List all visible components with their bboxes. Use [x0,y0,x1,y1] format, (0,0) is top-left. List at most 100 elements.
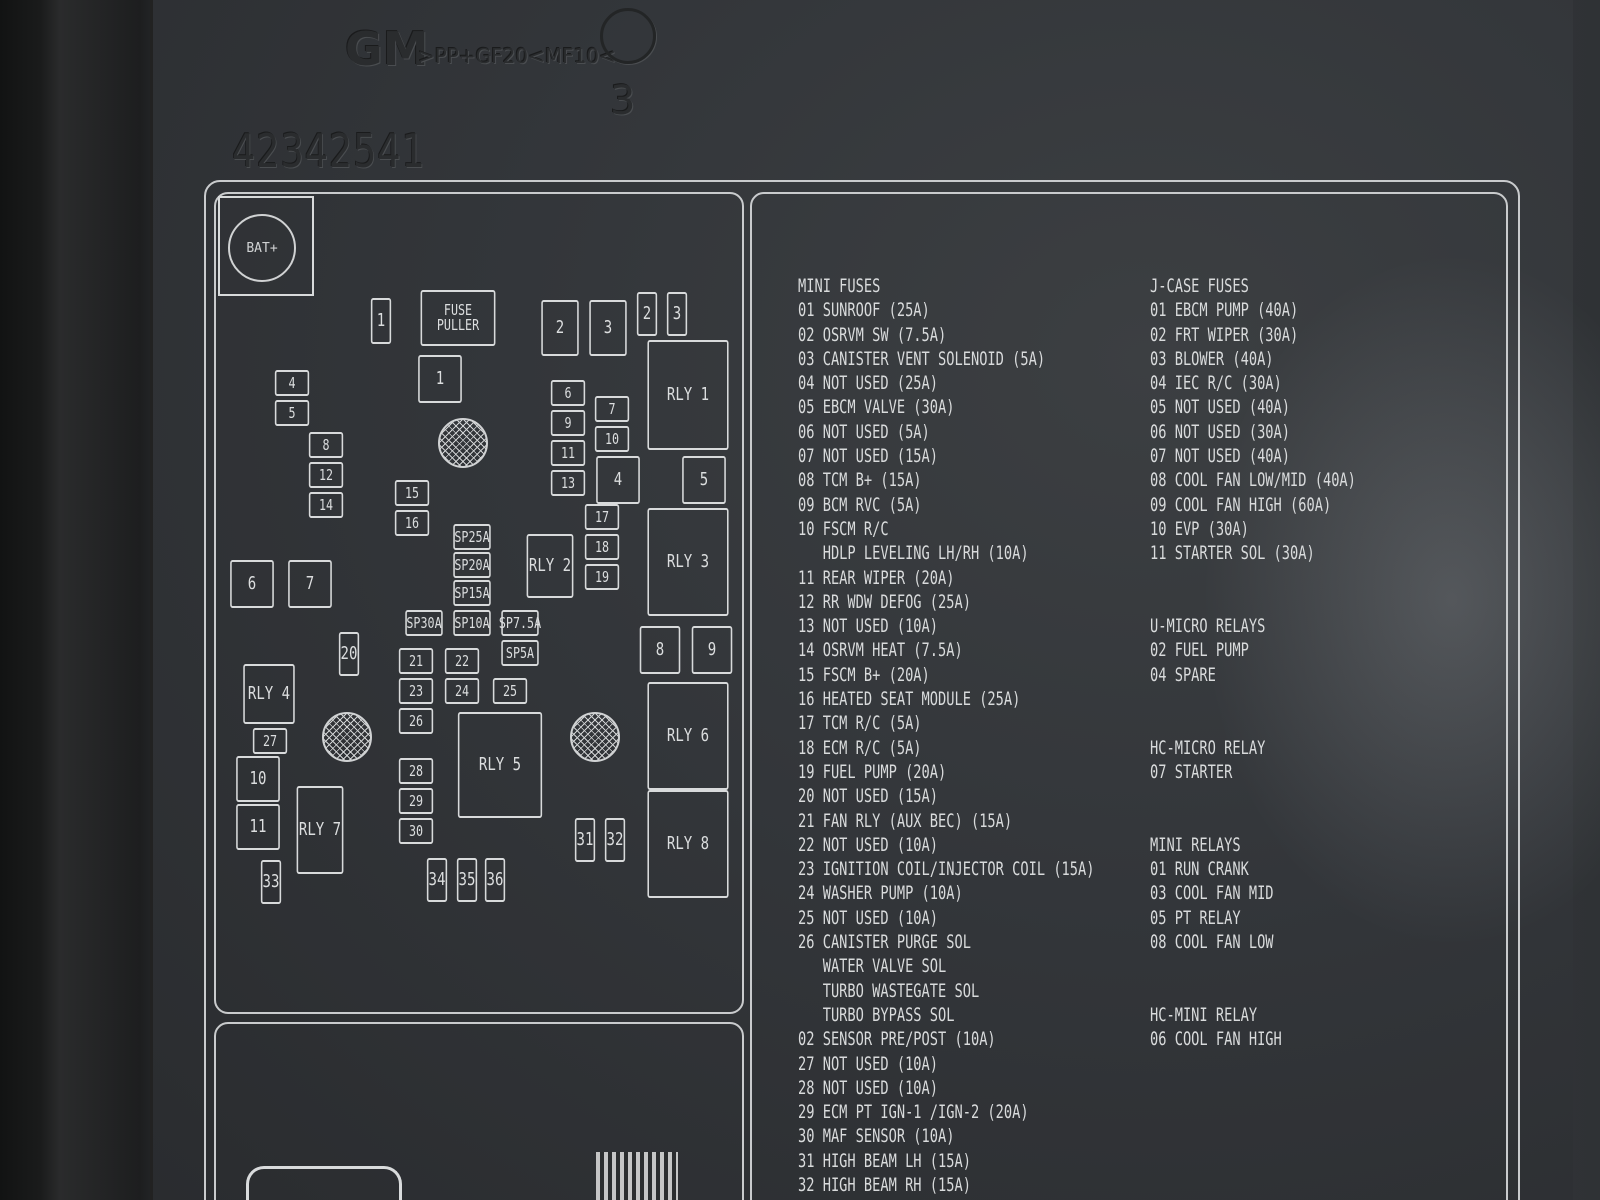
legend-spacer [1150,590,1356,614]
relay-slot: RLY 6 [647,682,729,790]
fuse-slot: 20 [338,632,360,676]
fuse-slot: 25 [492,678,528,704]
legend-entry: 25 NOT USED (10A) [798,906,939,929]
legend-entry: 03 BLOWER (40A) [1150,347,1274,370]
mounting-hole-crosshatch [322,712,372,762]
legend-entry: 14 OSRVM HEAT (7.5A) [798,639,963,662]
legend-entry: 02 FUEL PUMP [1150,639,1249,662]
fuse-slot: 15 [394,480,430,506]
legend-entry: 06 COOL FAN HIGH [1150,1028,1282,1051]
fuse-slot: 33 [260,860,282,904]
fuse-slot: 19 [584,564,620,590]
legend-entry: 03 COOL FAN MID [1150,882,1274,905]
fuse-slot: 36 [484,858,506,902]
fuse-slot: 1 [418,355,462,403]
legend-entry: 20 NOT USED (15A) [798,785,939,808]
fuse-slot: 29 [398,788,434,814]
fuse-slot: 11 [550,440,586,466]
datamatrix-code [596,1152,678,1200]
legend-entry: 17 TCM R/C (5A) [798,712,922,735]
battery-terminal-icon: BAT+ [228,214,296,282]
manual-book-icon [246,1166,402,1200]
gm-logo: GM [345,22,429,76]
spare-fuse-slot: SP30A [405,610,443,636]
lid-surface [150,0,1573,1200]
legend-entry: 15 FSCM B+ (20A) [798,663,930,686]
legend-entry: 23 IGNITION COIL/INJECTOR COIL (15A) [798,858,1095,881]
recycle-icon [600,8,656,64]
legend-entry: 28 NOT USED (10A) [798,1076,939,1099]
legend-entry: 08 TCM B+ (15A) [798,469,922,492]
legend-entry: 10 EVP (30A) [1150,517,1249,540]
fuse-puller: FUSE PULLER [420,290,496,346]
legend-entry: 09 COOL FAN HIGH (60A) [1150,493,1332,516]
legend-entry: 12 RR WDW DEFOG (25A) [798,590,971,613]
fuse-slot: 32 [604,818,626,862]
legend-entry: 06 NOT USED (30A) [1150,420,1291,443]
legend-entry: 30 MAF SENSOR (10A) [798,1125,955,1148]
fuse-slot: 8 [308,432,344,458]
spare-fuse-slot: SP20A [453,552,491,578]
legend-entry: 07 NOT USED (40A) [1150,445,1291,468]
relay-slot: RLY 2 [526,534,574,598]
relay-slot: RLY 8 [647,790,729,898]
legend-entry: 10 FSCM R/C [798,517,889,540]
fuse-slot: 27 [252,728,288,754]
fuse-slot: 3 [589,300,627,356]
legend-entry: 02 SENSOR PRE/POST (10A) [798,1028,996,1051]
fuse-slot: 17 [584,504,620,530]
fuse-slot: 5 [682,456,726,504]
legend-entry: 01 SUNROOF (25A) [798,299,930,322]
fuse-slot: 5 [274,400,310,426]
legend-entry: 04 NOT USED (25A) [798,372,939,395]
relay-slot: RLY 4 [243,664,295,724]
fuse-slot: 11 [236,804,280,850]
legend-entry: 22 NOT USED (10A) [798,833,939,856]
legend-spacer [1150,954,1356,978]
legend-entry: HC-MINI RELAY [1150,1003,1258,1026]
legend-entry: 21 FAN RLY (AUX BEC) (15A) [798,809,1013,832]
legend-entry: 02 OSRVM SW (7.5A) [798,323,947,346]
fuse-slot: 4 [274,370,310,396]
fuse-slot: 12 [308,462,344,488]
legend-panel [750,192,1508,1200]
legend-entry: MINI FUSES [798,275,881,297]
legend-entry: 05 EBCM VALVE (30A) [798,396,955,419]
legend-spacer [1150,809,1356,833]
legend-entry: 31 HIGH BEAM LH (15A) [798,1149,971,1172]
fuse-slot: 30 [398,818,434,844]
legend-spacer [1150,979,1356,1003]
legend-entry: 32 HIGH BEAM RH (15A) [798,1173,971,1196]
mounting-hole-crosshatch [438,418,488,468]
legend-entry: TURBO BYPASS SOL [798,1003,955,1026]
fuse-slot: 9 [691,626,733,674]
legend-entry: 24 WASHER PUMP (10A) [798,882,963,905]
legend-entry: 04 SPARE [1150,663,1216,686]
fuse-slot: 31 [574,818,596,862]
fuse-slot: 21 [398,648,434,674]
fuse-slot: 16 [394,510,430,536]
legend-entry: 05 NOT USED (40A) [1150,396,1291,419]
legend-entry: HC-MICRO RELAY [1150,736,1266,759]
fuse-slot: 35 [456,858,478,902]
fuse-slot: 23 [398,678,434,704]
fuse-slot: 10 [594,426,630,452]
part-number: 42342541 [232,124,426,178]
legend-entry: 02 FRT WIPER (30A) [1150,323,1299,346]
battery-terminal-box [218,196,314,296]
fuse-slot: 22 [444,648,480,674]
fuse-slot: 24 [444,678,480,704]
fuse-slot: 13 [550,470,586,496]
legend-entry: 08 COOL FAN LOW/MID (40A) [1150,469,1356,492]
legend-entry: J-CASE FUSES [1150,275,1249,297]
legend-entry: 27 NOT USED (10A) [798,1052,939,1075]
fuse-slot: 7 [594,396,630,422]
legend-spacer [1150,687,1356,711]
spare-fuse-slot: SP5A [501,640,539,666]
fuse-slot: 9 [550,410,586,436]
mounting-hole-crosshatch [570,712,620,762]
fuse-slot: 8 [639,626,681,674]
